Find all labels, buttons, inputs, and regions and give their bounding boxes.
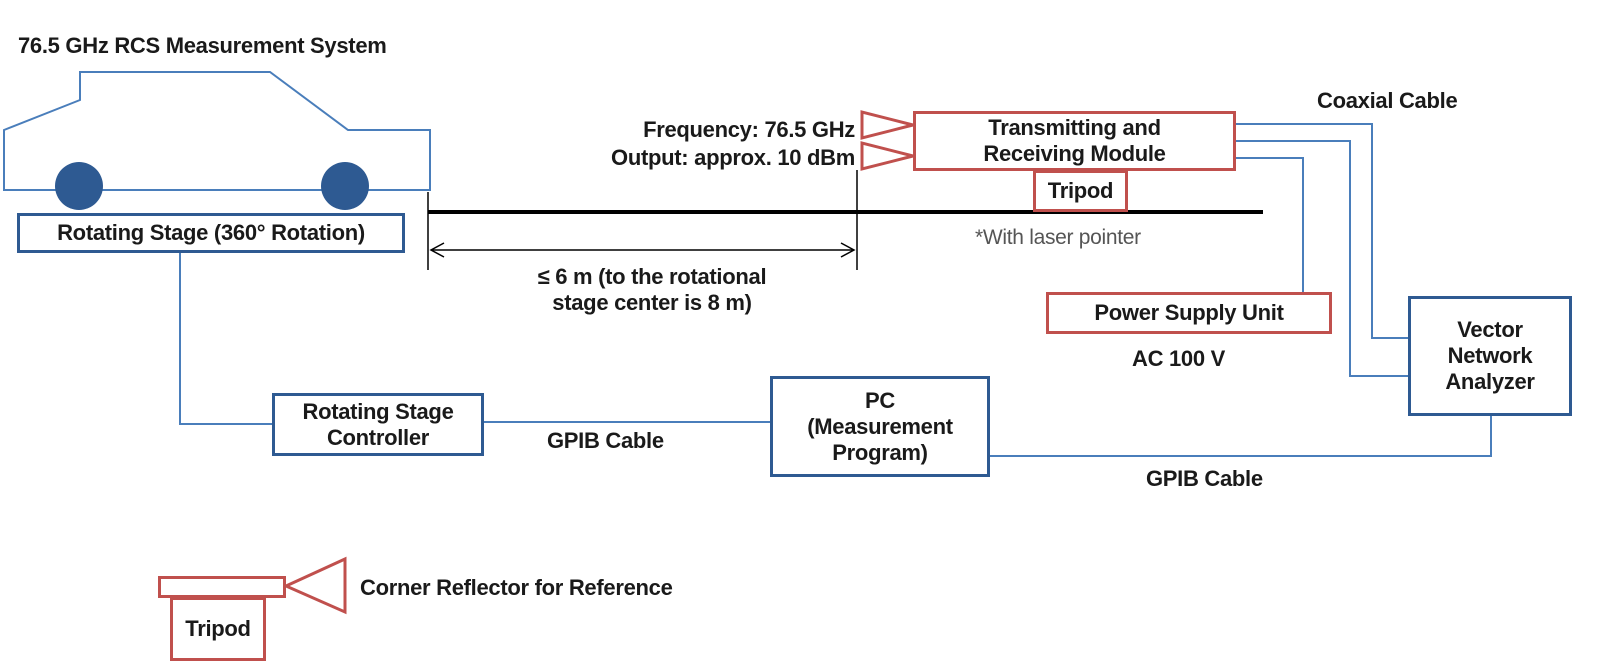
- tripod-top-label: Tripod: [1047, 178, 1114, 203]
- horn-antenna-rx-icon: [860, 141, 914, 171]
- car-wheel-front: [55, 162, 103, 210]
- tripod-bottom-label: Tripod: [185, 616, 251, 641]
- ac-voltage-label: AC 100 V: [1132, 346, 1225, 371]
- trx-module-box: Transmitting and Receiving Module: [913, 111, 1236, 171]
- distance-label-line1: ≤ 6 m (to the rotational: [537, 264, 767, 289]
- power-cable: [1236, 157, 1304, 292]
- tripod-top-box: Tripod: [1033, 170, 1128, 212]
- vna-label-line1: Vector: [1457, 317, 1523, 342]
- gpib-cable-left-label: GPIB Cable: [547, 428, 664, 453]
- corner-reflector-icon: [282, 556, 347, 615]
- vna-label-line3: Analyzer: [1445, 369, 1535, 394]
- frequency-label: Frequency: 76.5 GHz: [643, 117, 855, 142]
- rsc-label-line2: Controller: [326, 424, 430, 450]
- rotating-stage-box: Rotating Stage (360° Rotation): [17, 213, 405, 253]
- laser-pointer-note: *With laser pointer: [975, 226, 1141, 249]
- pc-label-line1: PC: [865, 387, 895, 413]
- coaxial-cable-2: [1236, 140, 1408, 377]
- stage-control-cable: [179, 252, 272, 425]
- output-label: Output: approx. 10 dBm: [611, 145, 855, 170]
- page-title: 76.5 GHz RCS Measurement System: [18, 33, 387, 58]
- corner-reflector-label: Corner Reflector for Reference: [360, 575, 673, 600]
- vna-label-line2: Network: [1447, 343, 1533, 368]
- coaxial-cable-label: Coaxial Cable: [1317, 88, 1458, 113]
- rotating-stage-label: Rotating Stage (360° Rotation): [57, 220, 365, 245]
- pc-label-line3: Program): [832, 439, 928, 465]
- car-outline: [3, 71, 431, 191]
- distance-label: ≤ 6 m (to the rotational stage center is…: [508, 262, 796, 318]
- trx-module-label-line1: Transmitting and: [988, 115, 1161, 140]
- gpib-cable-right: [990, 416, 1492, 457]
- corner-reflector-bar: [158, 576, 286, 598]
- rotating-stage-controller-box: Rotating Stage Controller: [272, 393, 484, 456]
- pc-label-line2: (Measurement: [807, 413, 953, 439]
- dimension-arrowhead-left: [429, 242, 445, 258]
- horn-antenna-tx-icon: [860, 110, 914, 140]
- car-wheel-rear: [321, 162, 369, 210]
- power-supply-box: Power Supply Unit: [1046, 292, 1332, 334]
- distance-label-line2: stage center is 8 m): [552, 290, 752, 315]
- coaxial-cable-1: [1236, 123, 1408, 339]
- pc-box: PC (Measurement Program): [770, 376, 990, 477]
- power-supply-label: Power Supply Unit: [1094, 300, 1284, 325]
- tripod-bottom-box: Tripod: [170, 597, 266, 661]
- vector-network-analyzer-box: Vector Network Analyzer: [1408, 296, 1572, 416]
- rsc-label-line1: Rotating Stage: [302, 398, 454, 424]
- trx-module-label-line2: Receiving Module: [983, 141, 1166, 166]
- dimension-arrowhead-right: [840, 242, 856, 258]
- gpib-cable-right-label: GPIB Cable: [1146, 466, 1263, 491]
